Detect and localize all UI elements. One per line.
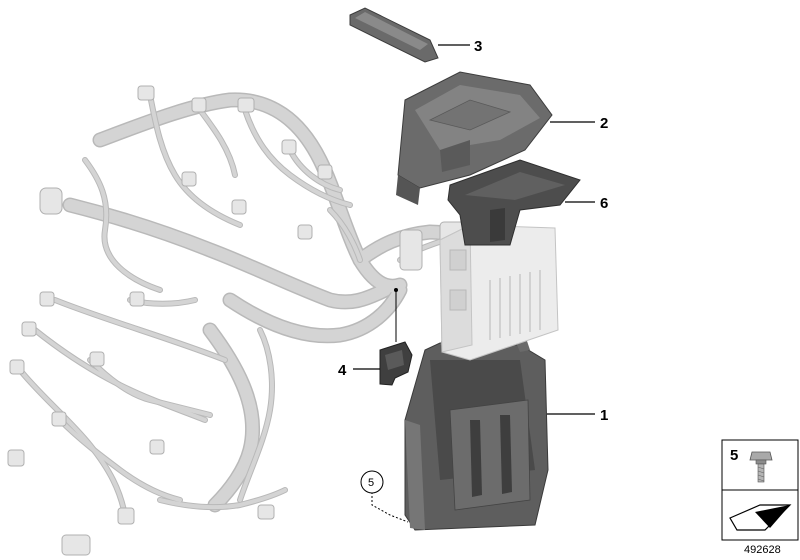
drawing-number: 492628	[744, 544, 781, 556]
callout-1[interactable]: 1	[600, 407, 608, 424]
direction-arrow-icon	[729, 504, 792, 531]
part-6-cover[interactable]	[447, 159, 581, 246]
part-4-holder[interactable]	[379, 288, 413, 386]
callout-5-circle[interactable]: 5	[360, 470, 384, 494]
callout-5[interactable]: 5	[368, 477, 374, 489]
leader-lines	[353, 44, 595, 523]
callout-2[interactable]: 2	[600, 115, 608, 132]
bolt-icon	[749, 451, 773, 483]
callout-4[interactable]: 4	[338, 362, 347, 379]
part-3-bracket[interactable]	[349, 7, 439, 63]
part-1-control-unit-carrier[interactable]	[404, 330, 549, 531]
control-unit	[439, 224, 559, 361]
callout-6[interactable]: 6	[600, 195, 608, 212]
legend-part-number: 5	[730, 447, 738, 464]
callout-3[interactable]: 3	[474, 38, 482, 55]
legend-panel: 5	[721, 439, 799, 541]
part-2-upper-cover[interactable]	[396, 71, 553, 205]
